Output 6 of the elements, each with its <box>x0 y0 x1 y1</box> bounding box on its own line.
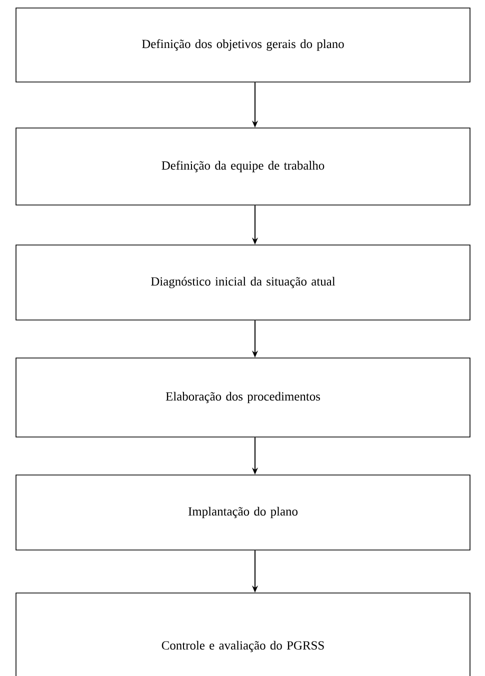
process-box: Controle e avaliação do PGRSS <box>16 592 470 676</box>
process-box: Definição dos objetivos gerais do plano <box>16 8 470 82</box>
process-box: Implantação do plano <box>16 474 470 550</box>
process-box: Diagnóstico inicial da situação atual <box>16 244 470 320</box>
process-box: Elaboração dos procedimentos <box>16 358 470 438</box>
process-box: Definição da equipe de trabalho <box>16 128 470 206</box>
